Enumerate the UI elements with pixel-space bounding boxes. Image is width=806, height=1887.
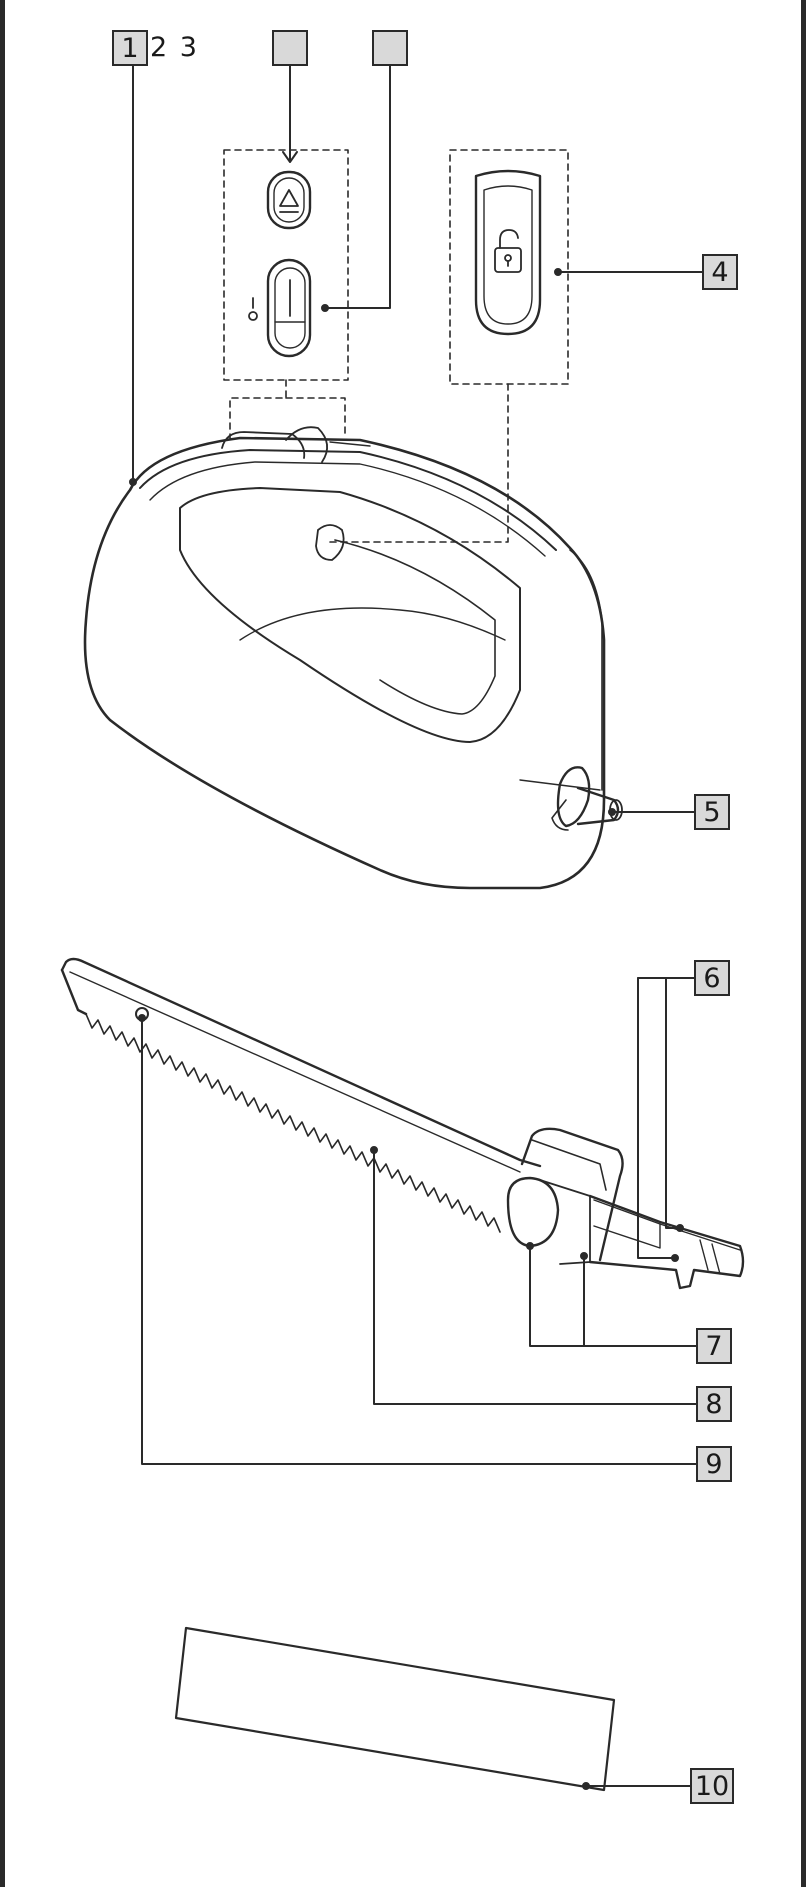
- blade-hole: [135, 1007, 149, 1021]
- blade: [60, 957, 745, 1290]
- eject-icon: [279, 189, 299, 213]
- leader-3: [324, 63, 391, 309]
- callout-5: 5: [694, 794, 730, 830]
- lock-button: [474, 169, 542, 336]
- power-switch: [266, 258, 312, 358]
- leader-7: [529, 1245, 697, 1347]
- callout-7: 7: [696, 1328, 732, 1364]
- blade-socket: [551, 766, 623, 831]
- leader-9: [141, 1019, 697, 1465]
- leader-lines: [129, 63, 703, 1790]
- callout-8: 8: [696, 1386, 732, 1422]
- page-border-left: [0, 0, 5, 1887]
- callout-1: 1: [112, 30, 148, 66]
- serrated-edge: [85, 1013, 501, 1233]
- callout-4: 4: [702, 254, 738, 290]
- leader-6b: [637, 977, 681, 1229]
- detail-boxes: [223, 149, 569, 543]
- page-border-right: [801, 0, 806, 1887]
- callout-3: [372, 30, 408, 66]
- switch-detail-box: [223, 149, 349, 381]
- cover-plate: [174, 1626, 616, 1792]
- power-switch-icon: [248, 279, 291, 321]
- eject-button: [266, 170, 312, 230]
- callout-6: 6: [694, 960, 730, 996]
- unlock-padlock-icon: [494, 229, 522, 273]
- leader-8: [373, 1149, 697, 1405]
- motor-unit: [83, 426, 606, 890]
- callout-10: 10: [690, 1768, 734, 1804]
- lock-detail-box: [449, 149, 569, 385]
- callout-1-extra-label: 2 3: [150, 32, 199, 63]
- callout-2: [272, 30, 308, 66]
- callout-9: 9: [696, 1446, 732, 1482]
